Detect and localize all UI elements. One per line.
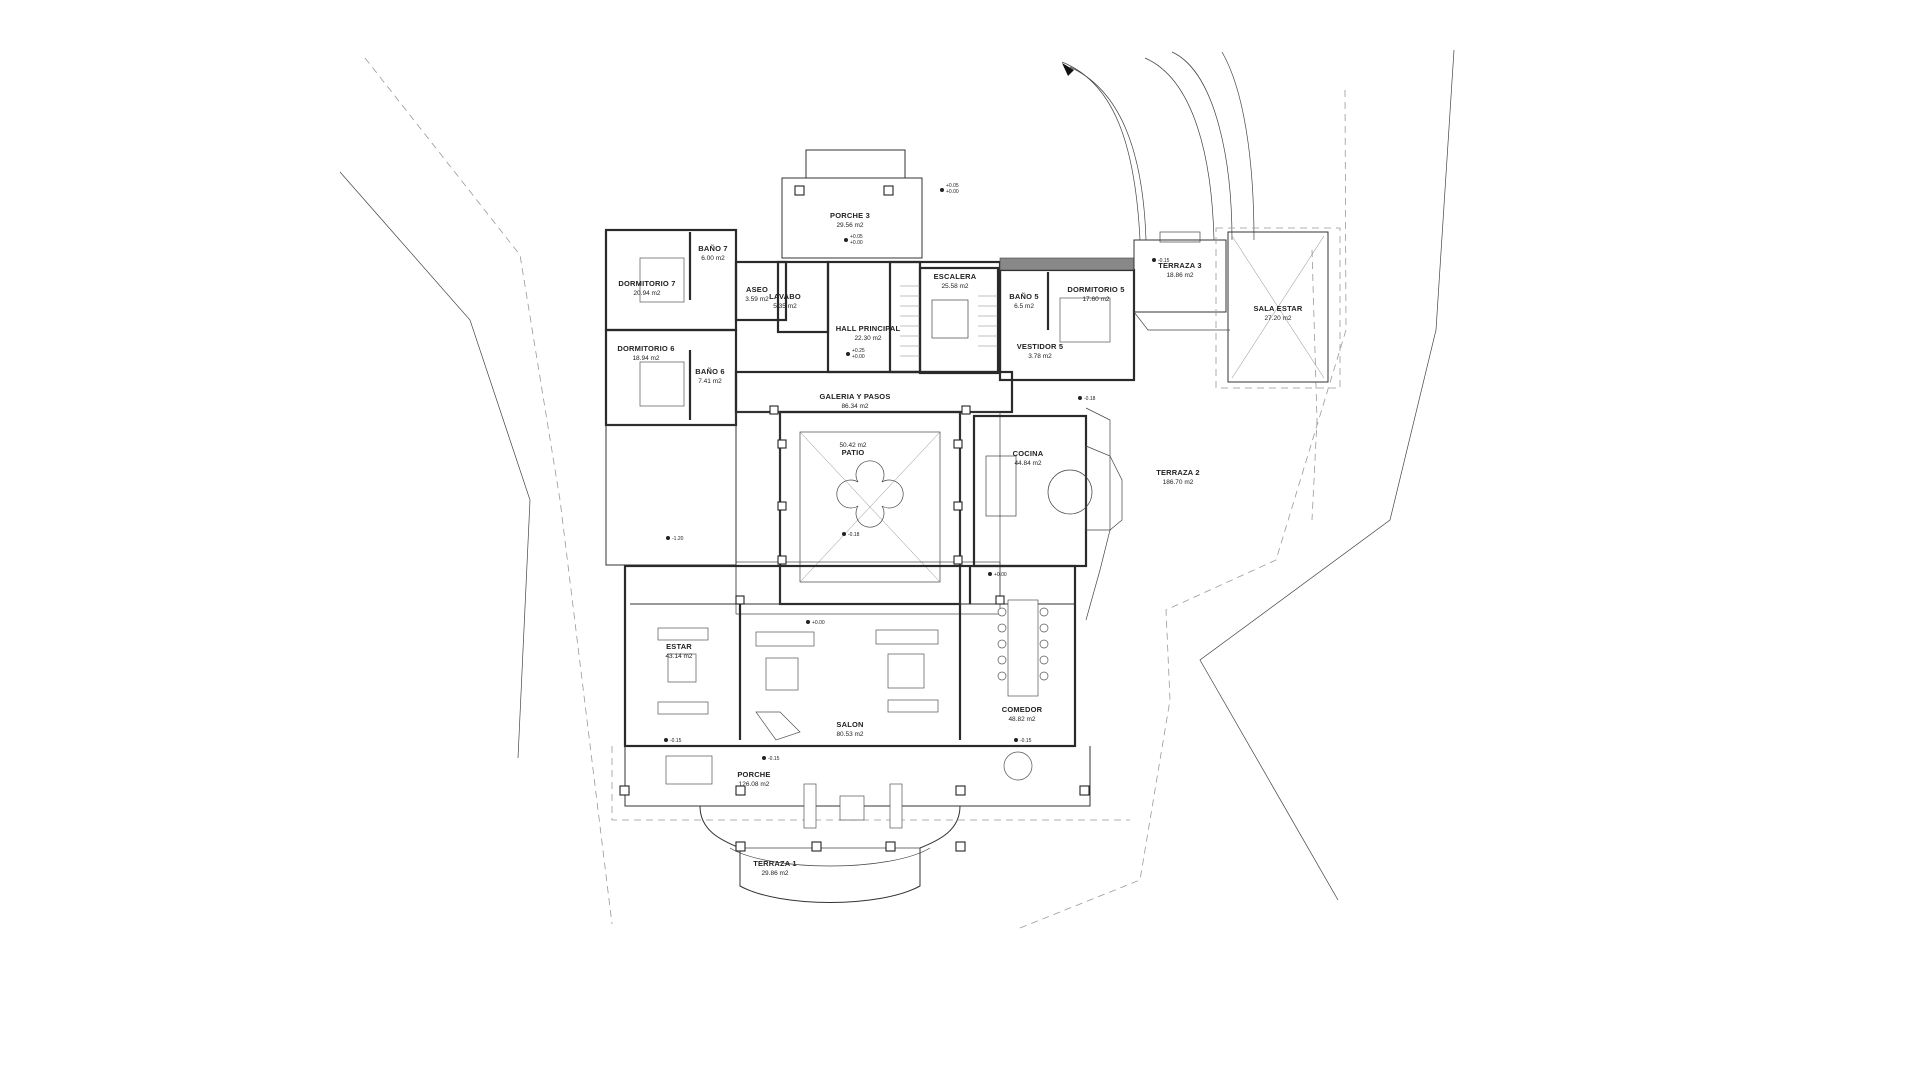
room-lavabo-name: LAVABO	[769, 292, 801, 301]
level-salon-north: +0.00	[812, 620, 825, 626]
room-dormitorio7-name: DORMITORIO 7	[618, 279, 675, 288]
level-comedor-south: -0.15	[1020, 738, 1032, 744]
level-porche: -0.15	[768, 756, 780, 762]
room-dormitorio5-name: DORMITORIO 5	[1067, 285, 1124, 294]
room-vestidor5-name: VESTIDOR 5	[1017, 342, 1064, 351]
room-dormitorio5-area: 17.60 m2	[1082, 296, 1109, 303]
structural-columns	[619, 185, 1090, 852]
level-hall-bottom: +0.00	[852, 354, 865, 360]
room-patio-name: PATIO	[842, 448, 865, 457]
level-entrada-bottom: +0.00	[946, 189, 959, 195]
room-bano7-area: 6.00 m2	[701, 255, 725, 262]
level-terraza3: -0.15	[1158, 258, 1170, 264]
room-bano5-name: BAÑO 5	[1009, 292, 1039, 301]
room-dormitorio6-name: DORMITORIO 6	[617, 344, 674, 353]
level-cocina: -0.18	[1084, 396, 1096, 402]
room-bano7-name: BAÑO 7	[698, 244, 728, 253]
room-galeria-name: GALERIA Y PASOS	[819, 392, 890, 401]
room-porche-name: PORCHE	[737, 770, 770, 779]
level-dorm6: -1.20	[672, 536, 684, 542]
room-salon-area: 80.53 m2	[836, 731, 863, 738]
room-cocina-name: COCINA	[1013, 449, 1044, 458]
room-terraza3-name: TERRAZA 3	[1158, 261, 1202, 270]
room-bano6-area: 7.41 m2	[698, 378, 722, 385]
room-terraza2-area: 186.70 m2	[1163, 479, 1194, 486]
building-walls	[604, 149, 1341, 903]
room-porche3-area: 29.56 m2	[836, 222, 863, 229]
room-terraza2-name: TERRAZA 2	[1156, 468, 1200, 477]
room-lavabo-area: 5.35 m2	[773, 303, 797, 310]
room-sala-estar-name: SALA ESTAR	[1253, 304, 1302, 313]
room-bano6-name: BAÑO 6	[695, 367, 725, 376]
level-porche3-top: +0.05	[850, 234, 863, 240]
room-escalera-area: 25.58 m2	[941, 283, 968, 290]
room-bano5-area: 6.5 m2	[1014, 303, 1034, 310]
room-cocina-area: 44.84 m2	[1014, 460, 1041, 467]
room-sala-estar-area: 27.20 m2	[1264, 315, 1291, 322]
room-escalera-name: ESCALERA	[934, 272, 977, 281]
room-dormitorio7-area: 20.94 m2	[633, 290, 660, 297]
level-entrada-top: +0.05	[946, 183, 959, 189]
level-hall-top: +0.25	[852, 348, 865, 354]
room-galeria-area: 86.34 m2	[841, 403, 868, 410]
room-dormitorio6-area: 18.94 m2	[632, 355, 659, 362]
level-porche3-bottom: +0.00	[850, 240, 863, 246]
room-vestidor5-area: 3.78 m2	[1028, 353, 1052, 360]
level-comedor-north: +0.00	[994, 572, 1007, 578]
stair-treads	[900, 285, 998, 357]
furniture	[639, 257, 1111, 829]
room-terraza3-area: 18.86 m2	[1166, 272, 1193, 279]
room-estar-name: ESTAR	[666, 642, 692, 651]
room-aseo-area: 3.59 m2	[745, 296, 769, 303]
room-hall-area: 22.30 m2	[854, 335, 881, 342]
room-terraza1-area: 29.86 m2	[761, 870, 788, 877]
level-markers: +0.05 +0.00 +0.25 +0.00 +0.05 +0.00 -0.1…	[664, 183, 1170, 762]
room-aseo-name: ASEO	[746, 285, 768, 294]
room-terraza1-name: TERRAZA 1	[753, 859, 797, 868]
room-porche3-name: PORCHE 3	[830, 211, 870, 220]
room-comedor-area: 48.82 m2	[1008, 716, 1035, 723]
room-estar-area: 43.14 m2	[665, 653, 692, 660]
room-comedor-name: COMEDOR	[1002, 705, 1043, 714]
level-estar-south: -0.15	[670, 738, 682, 744]
room-salon-name: SALON	[836, 720, 863, 729]
room-patio-area: 50.42 m2	[839, 442, 866, 449]
room-porche-area: 126.08 m2	[739, 781, 770, 788]
level-patio: -0.18	[848, 532, 860, 538]
room-labels: PORCHE 3 29.56 m2 TERRAZA 3 18.86 m2 SAL…	[617, 211, 1302, 877]
north-arrow-icon	[1062, 63, 1074, 76]
site-boundary-lines	[339, 49, 1455, 929]
room-hall-name: HALL PRINCIPAL	[836, 324, 901, 333]
